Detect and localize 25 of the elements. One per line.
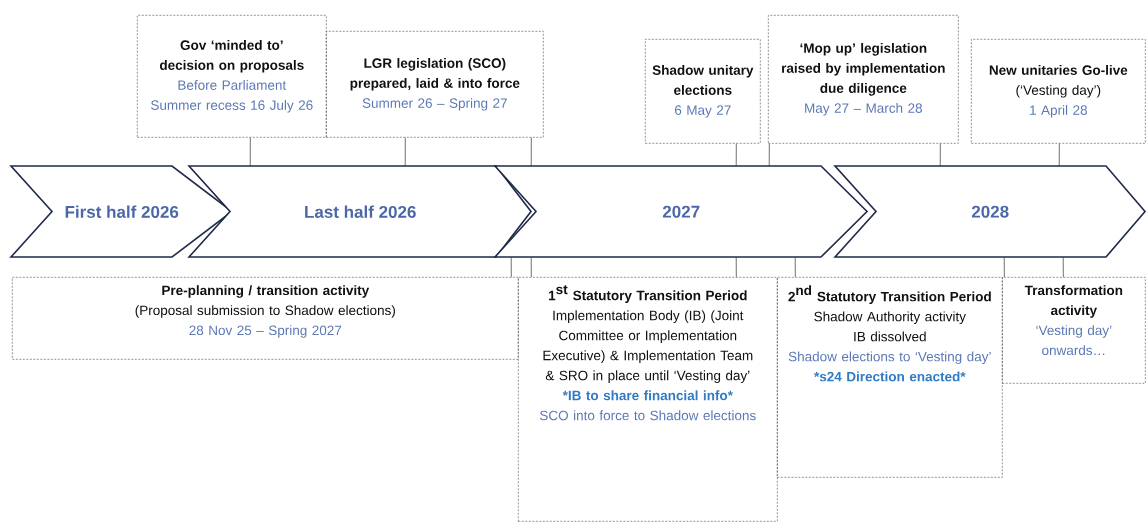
leader-line (530, 257, 532, 278)
callout-box: $\textbf{2}^{\textbf{nd}}\textbf{ Statutory Transition Period}$ Shadow Authority activity IB dissolved Shadow elections to ‘Vesting day’ $\textbf{*s24 Direction enacted*}$ (777, 277, 1003, 478)
callout-box: New unitaries Go-live (‘Vesting day’) 1 April 28 (971, 39, 1146, 144)
callout-box: $\textbf{1}^{\textbf{st}}\textbf{ Statutory Transition Period}$ Implementation Body (IB) (Joint Committee or Implementation Executive) & Implementation Team & SRO in place until ‘Vesting day’ $\textbf{*IB to share financial info*}$ SCO into force to Shadow elections (518, 277, 778, 522)
leader-line (249, 137, 251, 167)
leader-line (794, 257, 796, 278)
callout-box: Transformation activity ‘Vesting day’ onwards… (1002, 277, 1146, 384)
leader-line (1003, 257, 1005, 278)
phase-band: 2028 (833, 165, 1147, 258)
leader-line (1062, 257, 1064, 278)
leader-line (510, 257, 512, 278)
callout-box: Pre-planning / transition activity (Proposal submission to Shadow elections) 28 Nov 25 – Spring 2027 (12, 277, 519, 360)
leader-line (1058, 143, 1060, 167)
callout-box: LGR legislation (SCO) prepared, laid & into force Summer 26 – Spring 27 (326, 31, 544, 138)
callout-box: Shadow unitary elections 6 May 27 (645, 39, 761, 144)
leader-line (404, 137, 406, 167)
callout-box: ‘Mop up’ legislation raised by implementation due diligence May 27 – March 28 (768, 15, 959, 144)
phase-band: First half 2026 (9, 165, 234, 258)
callout-box: Gov ‘minded to’ decision on proposals Before Parliament Summer recess 16 July 26 (137, 15, 327, 138)
phase-band: 2027 (493, 165, 869, 258)
leader-line (939, 143, 941, 167)
leader-line (735, 257, 737, 278)
leader-line (735, 143, 737, 167)
leader-line (530, 137, 532, 167)
leader-line (768, 143, 770, 167)
